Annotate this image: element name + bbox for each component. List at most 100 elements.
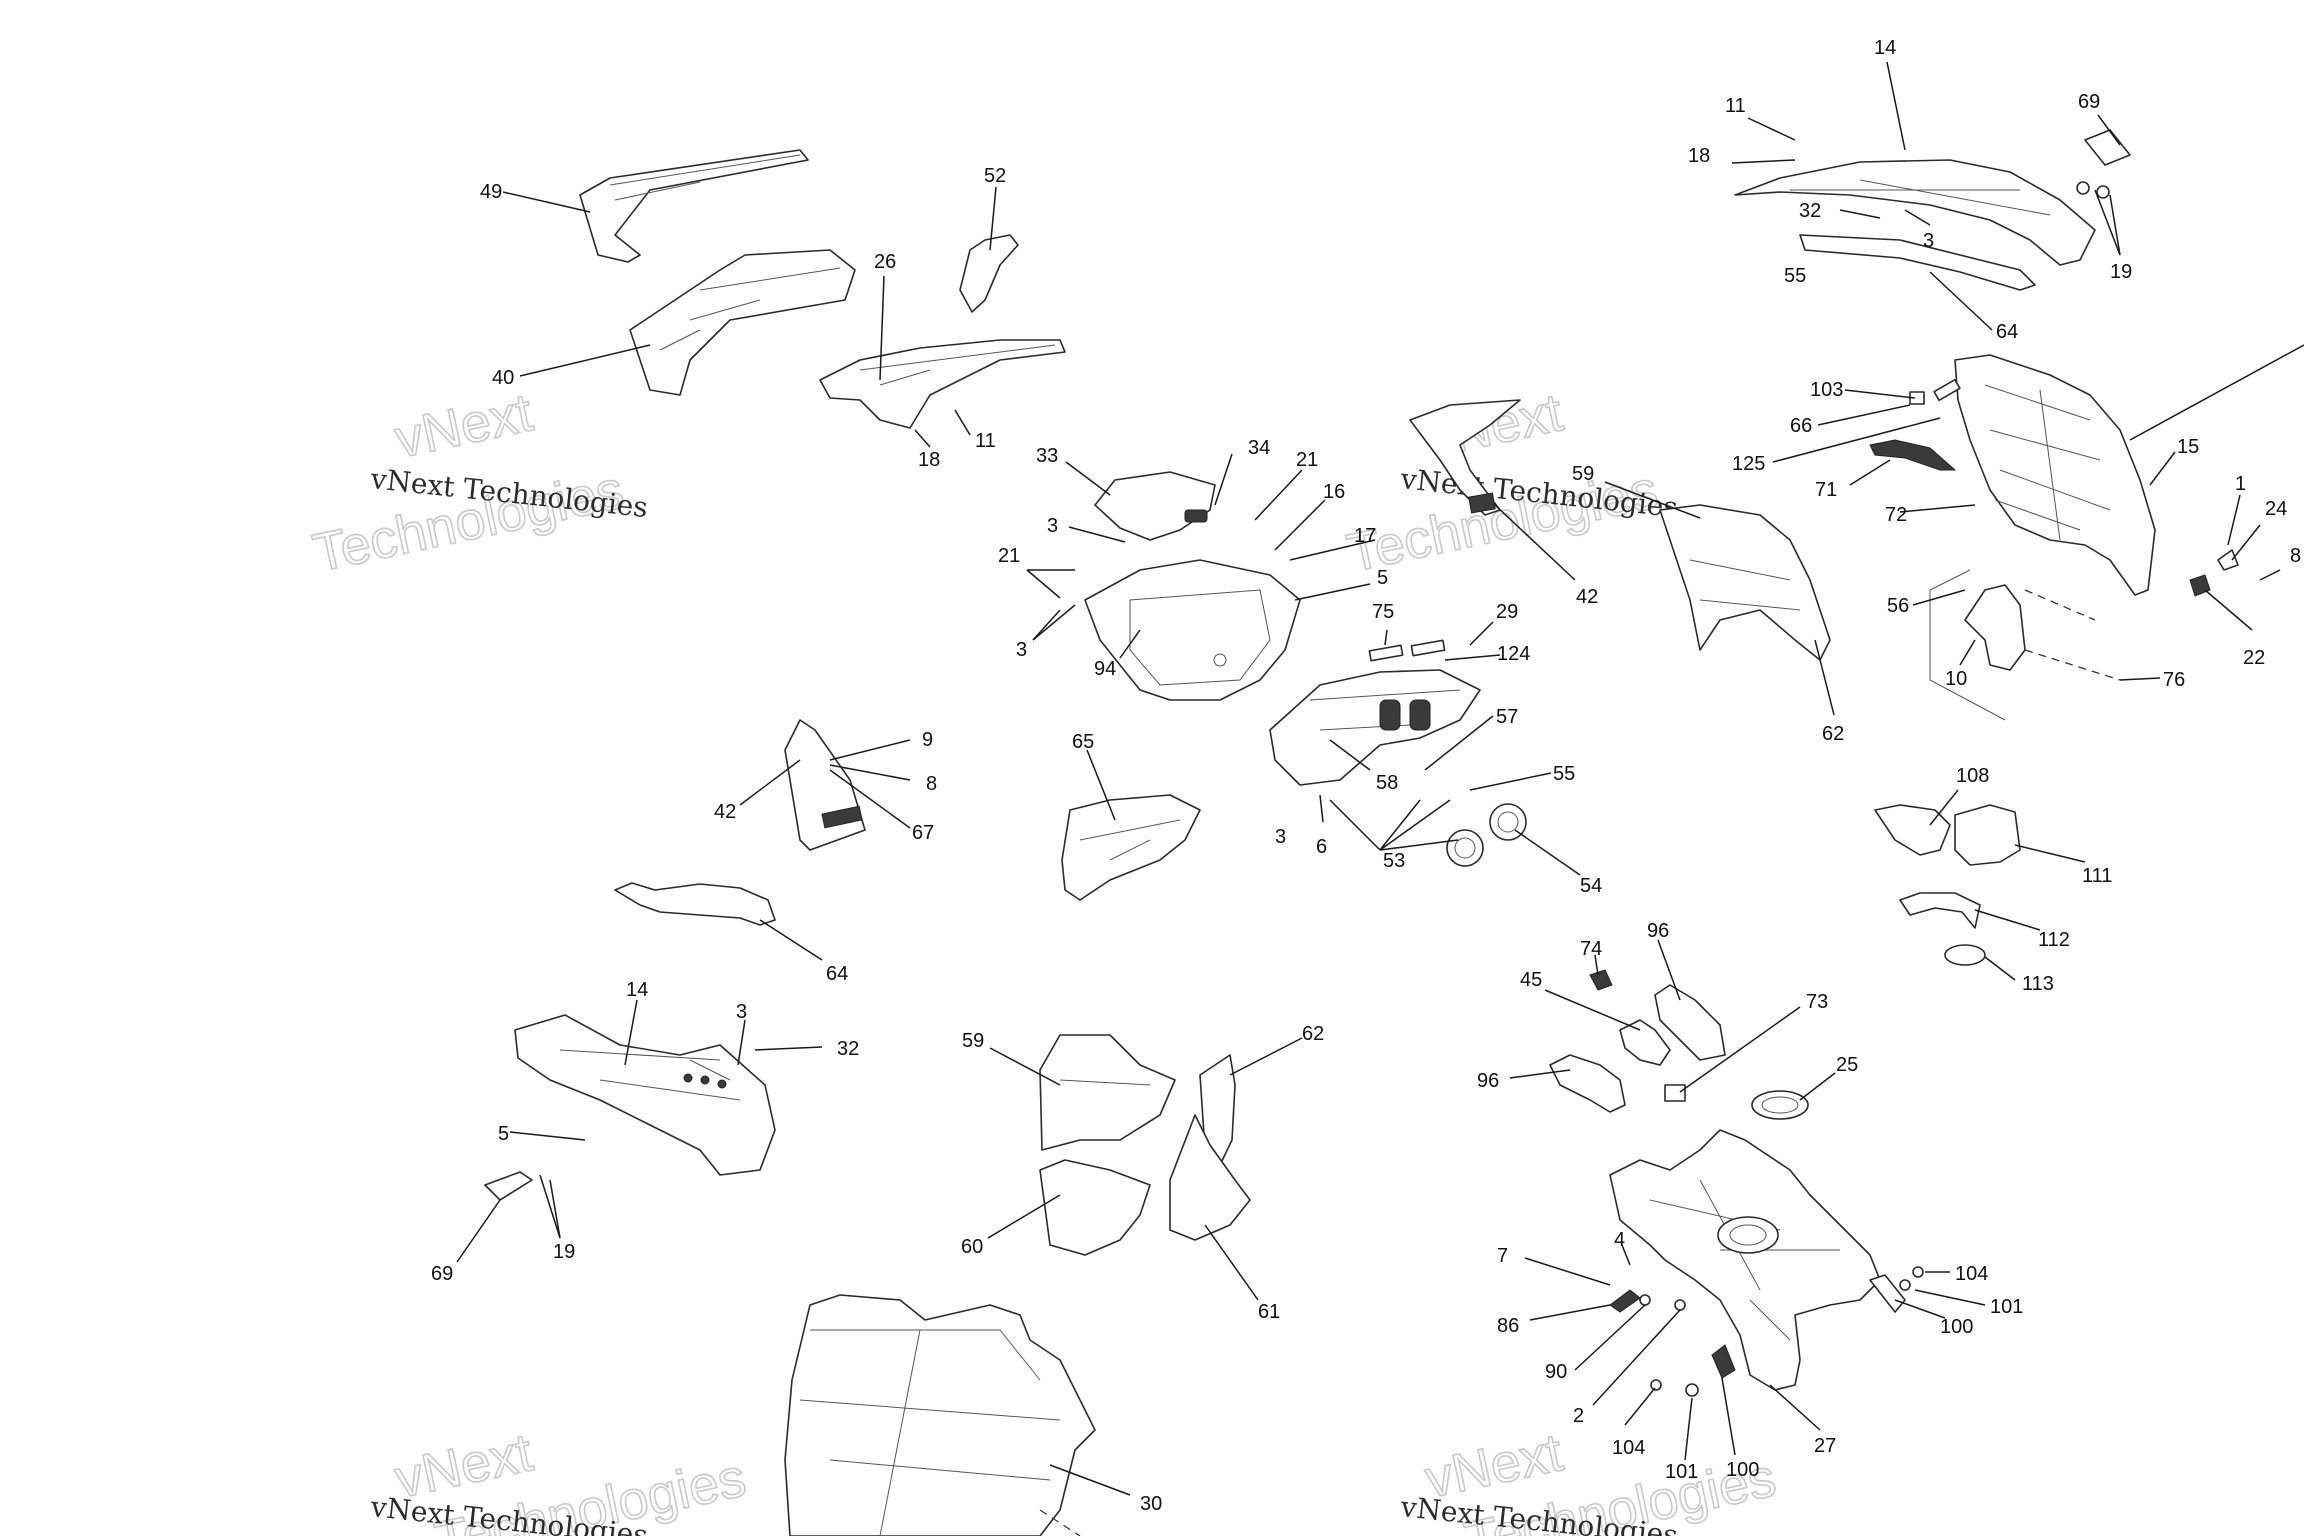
callout-42: 42 [714,801,736,823]
callout-124: 124 [1497,643,1530,665]
part-60-panel [1039,1159,1151,1256]
part-shapes [484,129,2239,1536]
part-26-bezel [819,339,1066,429]
watermark-bottom-center: vNext Technologies vNext Technologies [1398,1422,1781,1536]
callout-32-right: 32 [1799,200,1821,222]
callout-64: 64 [826,963,848,985]
callout-76: 76 [2163,669,2185,691]
callout-3d: 3 [736,1001,747,1023]
part-108-panel [1874,804,1951,856]
part-96-bracket-upper [1654,984,1726,1061]
part-15-side-panel [1954,354,2156,596]
callout-96: 96 [1647,920,1669,942]
callout-113: 113 [2022,973,2054,995]
callout-11: 11 [975,430,996,452]
part-86-clip [1609,1289,1641,1313]
callout-16: 16 [1323,481,1345,503]
part-61-panel [1169,1114,1251,1241]
watermark-top-left: vNext Technologies vNext Technologies [307,382,649,585]
callout-3c: 3 [1275,826,1286,848]
watermark-ghost-brand: vNext [390,382,538,469]
callout-26: 26 [874,251,896,273]
watermark-top-center: vNext Technologies vNext Technologies [1341,382,1679,585]
callout-14: 14 [626,979,648,1001]
leader-lines [456,61,2304,1496]
callout-96b: 96 [1477,1070,1499,1092]
part-42-right-deflector [1409,399,1521,516]
callout-45: 45 [1520,969,1542,991]
part-113-pad [1944,944,1986,966]
part-33-cover [1094,471,1216,541]
part-45-bracket [1619,1019,1671,1066]
callout-62-right: 62 [1822,723,1844,745]
callout-101-right: 101 [1990,1296,2023,1318]
callout-42-right: 42 [1576,586,1598,608]
callout-100: 100 [1726,1459,1759,1481]
part-56-bracket [1964,584,2026,671]
callout-33: 33 [1036,445,1058,467]
callout-55: 55 [1553,763,1575,785]
callout-8-right: 8 [2290,545,2301,567]
callout-30: 30 [1140,1493,1162,1515]
part-71-bracket [1869,439,1957,471]
callout-100-right: 100 [1940,1316,1973,1338]
part-69-badge [484,1171,533,1201]
callout-10: 10 [1945,668,1967,690]
callout-22: 22 [2243,647,2265,669]
part-27-frame [1609,1129,1881,1391]
part-14-panel [514,1014,776,1176]
callout-19: 19 [553,1241,575,1263]
callout-49: 49 [480,181,502,203]
callout-60: 60 [961,1236,983,1258]
callout-9: 9 [922,729,933,751]
callout-57: 57 [1496,706,1518,728]
part-111-panel [1954,804,2021,866]
callout-14-right: 14 [1874,37,1896,59]
part-96-bracket-lower [1549,1054,1626,1113]
callout-27: 27 [1814,1435,1836,1457]
callout-54: 54 [1580,875,1602,897]
callout-53: 53 [1383,850,1405,872]
callout-5: 5 [1377,567,1388,589]
part-58-cluster [1269,669,1481,786]
callout-73: 73 [1806,991,1828,1013]
callout-56: 56 [1887,595,1909,617]
part-69-right-badge [2084,129,2131,166]
callout-108: 108 [1956,765,1989,787]
callout-5b: 5 [498,1123,509,1145]
callout-3b: 3 [1016,639,1027,661]
callout-111: 111 [2082,865,2112,887]
part-59-panel [1039,1034,1176,1151]
callout-71: 71 [1815,479,1837,501]
callout-40: 40 [492,367,514,389]
callout-67: 67 [912,822,934,844]
part-42-vent [784,719,866,851]
callout-74: 74 [1580,938,1602,960]
callout-25: 25 [1836,1054,1858,1076]
part-64-handle [614,882,776,926]
part-73-clip [1664,1084,1686,1102]
part-55-bar [1799,234,2036,291]
callout-numbers: 49 40 26 52 11 18 33 34 21 16 17 5 3 21 … [431,37,2301,1515]
callout-69-right: 69 [2078,91,2100,113]
callout-112: 112 [2038,929,2070,951]
part-49-trim [579,149,809,263]
callout-65: 65 [1072,731,1094,753]
callout-18-right: 18 [1688,145,1710,167]
callout-32: 32 [837,1038,859,1060]
part-112-cushion [1899,892,1981,929]
callout-34: 34 [1248,437,1270,459]
callout-59: 59 [962,1030,984,1052]
callout-103: 103 [1810,379,1843,401]
part-24-latch [2217,549,2239,571]
callout-69: 69 [431,1263,453,1285]
callout-3-right: 3 [1923,230,1934,252]
callout-104: 104 [1612,1437,1645,1459]
callout-62: 62 [1302,1023,1324,1045]
callout-11-right: 11 [1725,95,1746,117]
callout-1: 1 [2235,473,2246,495]
callout-58: 58 [1376,772,1398,794]
callout-18: 18 [918,449,940,471]
part-100-bracket-right [1869,1274,1906,1313]
part-22-latch [2189,574,2211,597]
